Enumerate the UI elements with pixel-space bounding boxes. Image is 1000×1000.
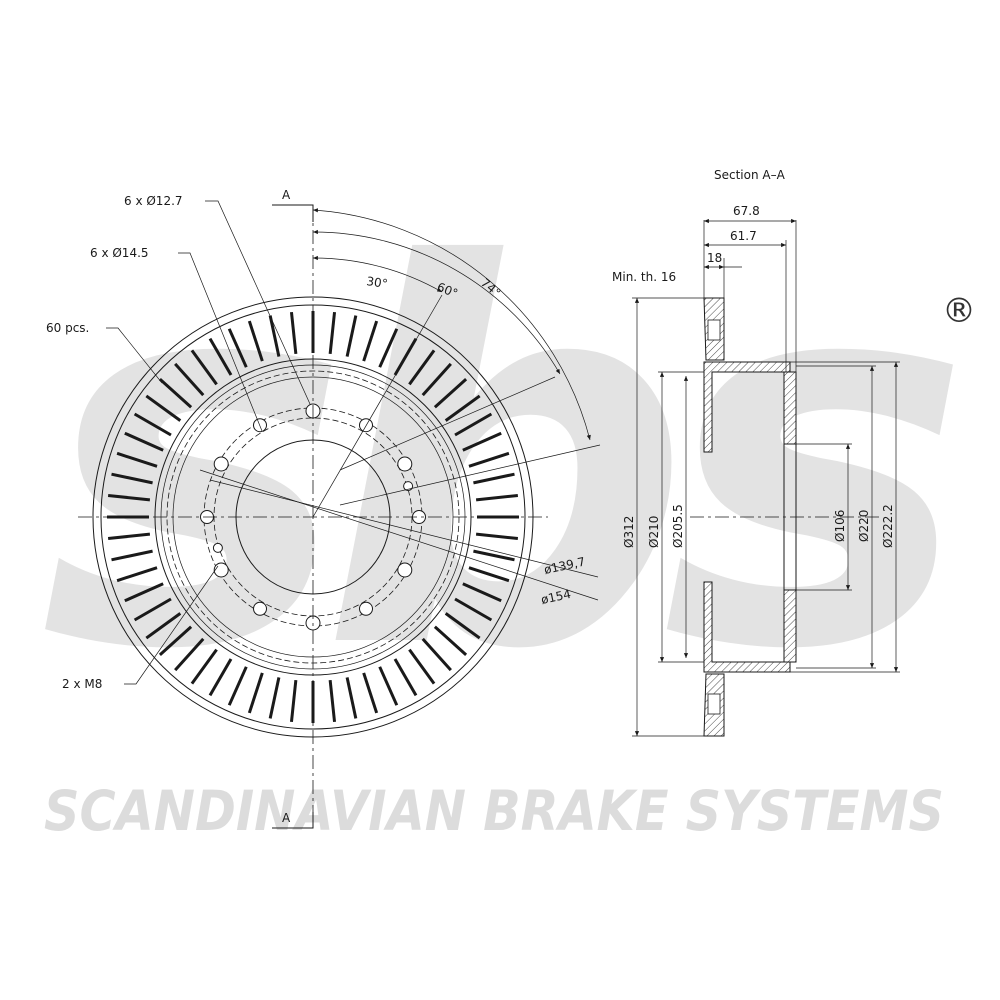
cooling-vane: [468, 451, 510, 468]
cooling-vane: [208, 658, 233, 697]
callout-vanes: 60 pcs.: [46, 321, 89, 335]
bolt-hole-large: [213, 456, 229, 472]
sbs-logo-watermark: sbs ® SCANDINAVIAN BRAKE SYSTEMS: [40, 157, 984, 843]
cooling-vane: [268, 315, 281, 357]
cooling-vane: [111, 472, 153, 485]
cooling-vane: [289, 679, 298, 723]
min-thickness: Min. th. 16: [612, 270, 676, 284]
angle-30: 30°: [366, 274, 389, 291]
registered-mark: ®: [942, 291, 976, 331]
cooling-vane: [158, 625, 193, 656]
cooling-vane: [475, 493, 519, 502]
bolt-hole-small: [359, 601, 373, 616]
cooling-vane: [133, 412, 172, 437]
diameter-312: Ø312: [622, 516, 636, 548]
leader-m8: [124, 565, 219, 685]
cooling-vane: [145, 394, 182, 422]
diameter-205-5: Ø205.5: [671, 504, 685, 548]
cooling-vane: [124, 431, 164, 452]
leader-pcd-139: [209, 479, 599, 578]
threaded-hole-m8: [212, 542, 223, 553]
cooling-vane: [444, 612, 481, 640]
hat-flange-lower: [783, 589, 797, 663]
cooling-vane: [133, 597, 172, 622]
cooling-vane: [345, 677, 358, 719]
width-67-8: 67.8: [733, 204, 760, 218]
section-title: Section A–A: [714, 168, 786, 182]
diameter-dimensions: Ø312 Ø210 Ø205.5 Ø106 Ø220 Ø222.2: [622, 297, 900, 737]
diameter-220: Ø220: [857, 510, 871, 542]
leader-pcd-154: [199, 469, 599, 601]
pcd-154: ø154: [540, 587, 572, 607]
cooling-vane: [124, 582, 164, 603]
cooling-vane: [247, 672, 264, 714]
callout-m8: 2 x M8: [62, 677, 102, 691]
cooling-vane: [111, 549, 153, 562]
cooling-vane: [473, 549, 515, 562]
width-61-7: 61.7: [730, 229, 757, 243]
cooling-vane: [393, 658, 418, 697]
width-18: 18: [707, 251, 722, 265]
bolt-hole-large: [397, 456, 413, 472]
section-marker-bottom-line: [272, 812, 314, 829]
cooling-vane: [158, 378, 193, 409]
cooling-vane: [473, 472, 515, 485]
leader-vanes: [106, 327, 163, 384]
cooling-vane: [362, 672, 379, 714]
cooling-vane: [421, 637, 452, 672]
cooling-vane: [107, 532, 151, 541]
callout-holes-127: 6 x Ø12.7: [124, 194, 183, 208]
cooling-vane: [190, 349, 218, 386]
disc-front-view: A A 30° 60° 74° 6 x Ø12.7 6 x Ø14.5 60 p…: [46, 188, 601, 830]
cooling-vane: [468, 566, 510, 583]
cooling-vane: [107, 493, 151, 502]
section-marker-bottom: A: [282, 811, 291, 825]
leader-holes-145: [178, 252, 263, 432]
diameter-222-2: Ø222.2: [881, 504, 895, 548]
diameter-210: Ø210: [647, 516, 661, 548]
cooling-vane: [433, 625, 468, 656]
cooling-vane: [145, 612, 182, 640]
bolt-hole-small: [253, 601, 267, 616]
brand-tagline: SCANDINAVIAN BRAKE SYSTEMS: [44, 779, 944, 843]
cooling-vane: [227, 328, 248, 368]
cooling-vane: [190, 648, 218, 685]
disc-section-view: Section A–A 67.8 61.7 18 Min. th. 16: [612, 168, 900, 737]
cooling-vane: [116, 451, 158, 468]
hat-flange-upper: [783, 371, 797, 445]
cooling-vane: [378, 666, 399, 706]
cooling-vane: [408, 648, 436, 685]
section-marker-top: A: [282, 188, 291, 202]
bolt-hole-large: [397, 562, 413, 578]
bolt-hole-large: [213, 562, 229, 578]
leader-holes-127: [205, 200, 311, 405]
cooling-vane: [328, 679, 337, 723]
cooling-vane: [268, 677, 281, 719]
cooling-vane: [475, 532, 519, 541]
cooling-vane: [208, 337, 233, 376]
cooling-vane: [116, 566, 158, 583]
cooling-vane: [247, 320, 264, 362]
cooling-vane: [174, 362, 205, 397]
cooling-vane: [454, 597, 493, 622]
cooling-vane: [462, 582, 502, 603]
callout-holes-145: 6 x Ø14.5: [90, 246, 149, 260]
cooling-vane: [174, 637, 205, 672]
cooling-vane: [227, 666, 248, 706]
diameter-106: Ø106: [833, 510, 847, 542]
cooling-vane: [289, 311, 298, 355]
threaded-hole-m8: [403, 481, 414, 492]
